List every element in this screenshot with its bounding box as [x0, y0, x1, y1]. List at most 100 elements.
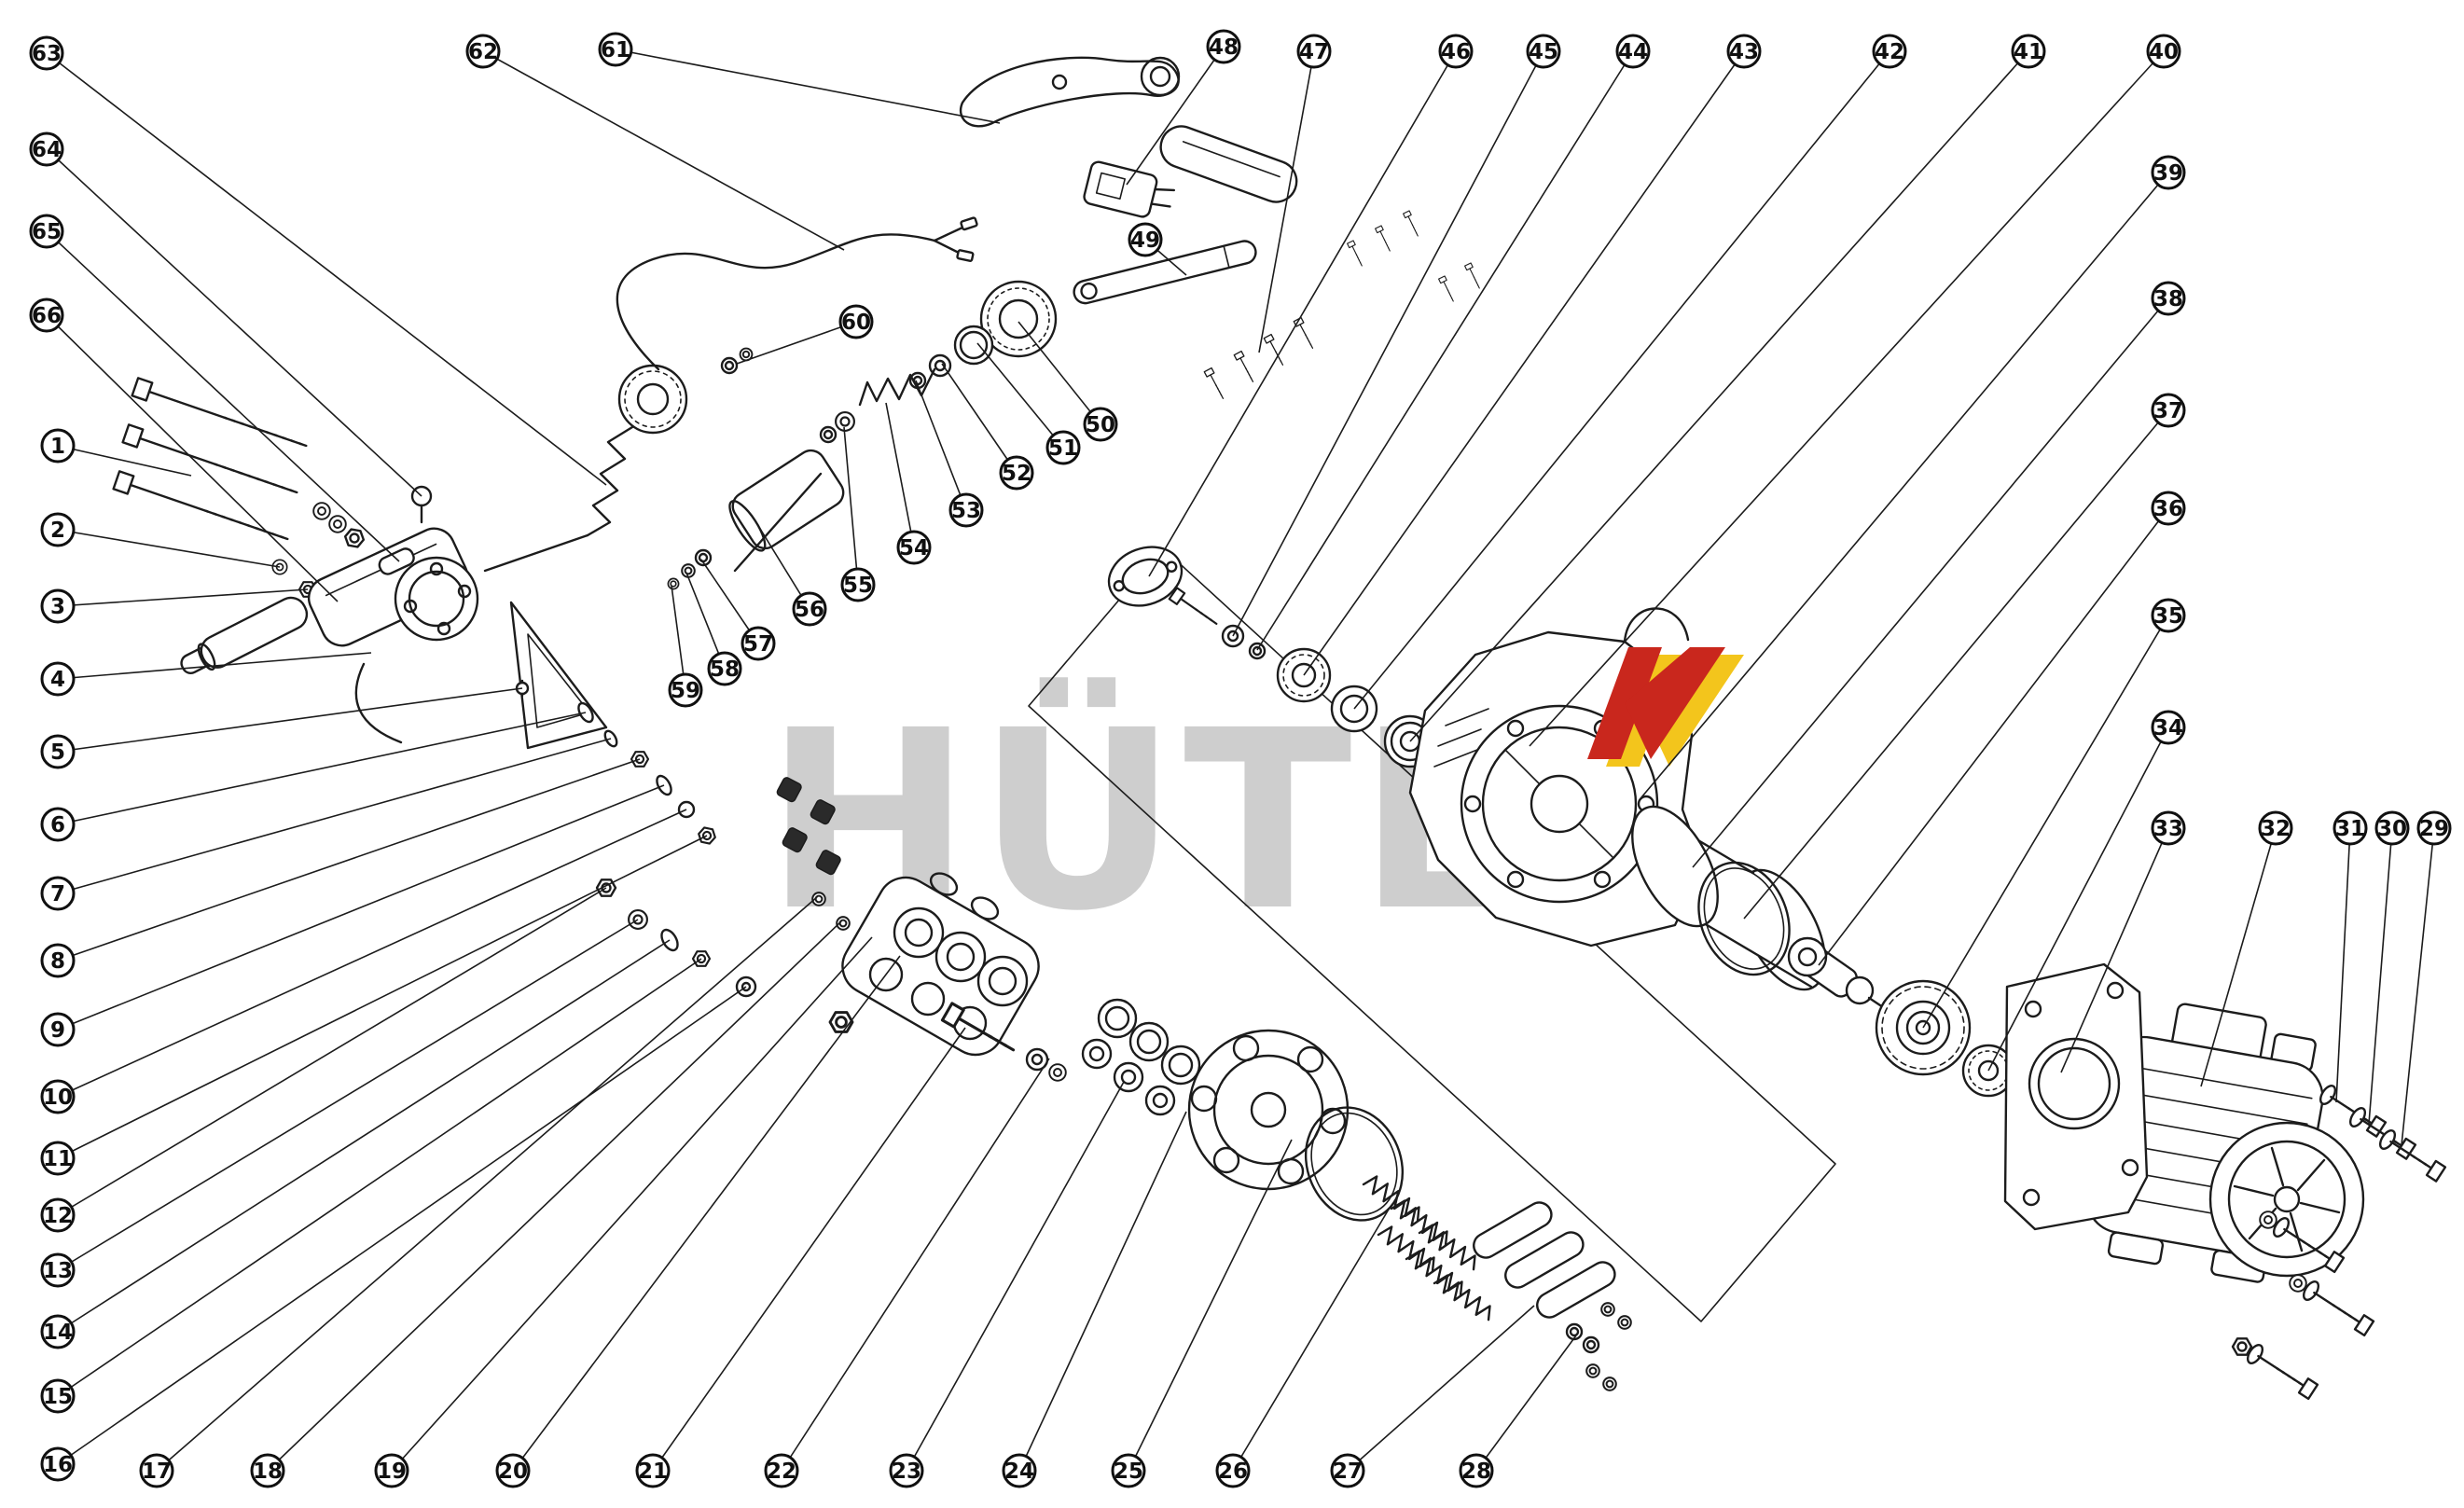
- callout-number: 18: [253, 1460, 283, 1484]
- leader-line-16: [57, 986, 747, 1465]
- callout-number: 4: [50, 668, 65, 692]
- callout-59: 59: [668, 672, 703, 708]
- leader-line-60: [736, 321, 857, 365]
- callout-24: 24: [1002, 1453, 1037, 1488]
- leader-line-28: [1475, 1335, 1577, 1472]
- callout-28: 28: [1459, 1453, 1494, 1488]
- leader-line-20: [512, 955, 901, 1472]
- callout-number: 31: [2335, 817, 2365, 841]
- callout-number: 10: [43, 1086, 73, 1110]
- leader-line-39: [1640, 172, 2169, 798]
- callout-47: 47: [1296, 34, 1332, 69]
- callout-38: 38: [2151, 281, 2186, 316]
- callout-61: 61: [598, 32, 633, 67]
- leader-line-23: [906, 1081, 1125, 1472]
- callout-8: 8: [40, 943, 76, 978]
- leader-line-37: [1743, 409, 2169, 920]
- leader-line-1: [57, 445, 192, 477]
- callout-26: 26: [1215, 1453, 1251, 1488]
- callout-number: 42: [1875, 40, 1904, 64]
- leader-line-4: [57, 652, 372, 680]
- leader-line-10: [57, 809, 687, 1098]
- callout-15: 15: [40, 1378, 76, 1414]
- leader-line-40: [1529, 50, 2165, 747]
- callout-58: 58: [707, 651, 742, 686]
- callout-number: 46: [1441, 40, 1471, 64]
- motor-bracket: [2003, 962, 2149, 1231]
- callout-number: 44: [1618, 40, 1648, 64]
- callout-39: 39: [2151, 155, 2186, 190]
- callout-number: 50: [1086, 413, 1115, 437]
- callout-number: 58: [710, 657, 740, 682]
- pump-manifold-plate: [1187, 1029, 1405, 1222]
- leader-line-5: [57, 687, 523, 753]
- piston-washers: [1565, 1302, 1632, 1391]
- callout-56: 56: [792, 591, 827, 627]
- leader-line-65: [46, 230, 400, 562]
- leader-line-24: [1018, 1111, 1187, 1472]
- leader-line-50: [1017, 321, 1101, 425]
- callout-7: 7: [40, 876, 76, 911]
- leader-line-22: [781, 1058, 1050, 1472]
- part-drawings: [112, 56, 2447, 1401]
- callout-number: 47: [1299, 40, 1329, 64]
- callout-number: 5: [50, 740, 65, 765]
- callout-65: 65: [29, 214, 64, 249]
- leader-line-66: [46, 314, 339, 602]
- leader-line-59: [671, 585, 686, 691]
- leader-line-55: [843, 426, 859, 586]
- callout-number: 61: [601, 38, 630, 62]
- callout-54: 54: [896, 530, 932, 565]
- callout-number: 23: [892, 1460, 921, 1484]
- callout-1: 1: [40, 428, 76, 463]
- callout-number: 13: [43, 1259, 73, 1283]
- callout-40: 40: [2146, 34, 2181, 69]
- callout-49: 49: [1128, 222, 1163, 257]
- callout-number: 11: [43, 1147, 73, 1171]
- callout-number: 3: [50, 595, 65, 619]
- leader-line-45: [1232, 50, 1544, 637]
- callout-25: 25: [1111, 1453, 1146, 1488]
- callout-number: 60: [841, 311, 871, 335]
- callout-number: 40: [2149, 40, 2179, 64]
- callout-number: 15: [43, 1385, 73, 1409]
- callout-62: 62: [465, 34, 501, 69]
- callout-19: 19: [374, 1453, 409, 1488]
- cover-screws: [1203, 210, 1484, 401]
- callout-6: 6: [40, 807, 76, 842]
- callout-number: 17: [142, 1460, 172, 1484]
- callout-number: 54: [899, 536, 929, 560]
- callout-12: 12: [40, 1197, 76, 1233]
- callout-35: 35: [2151, 598, 2186, 633]
- callout-number: 39: [2153, 161, 2183, 186]
- leader-line-17: [156, 896, 818, 1472]
- callout-22: 22: [764, 1453, 799, 1488]
- callout-42: 42: [1872, 34, 1907, 69]
- callout-9: 9: [40, 1012, 76, 1047]
- brand-mark: [1587, 647, 1744, 767]
- callout-14: 14: [40, 1314, 76, 1349]
- callout-number: 25: [1114, 1460, 1143, 1484]
- handle-cover-lower: [1159, 125, 1298, 203]
- leader-line-48: [1126, 46, 1225, 186]
- callout-45: 45: [1526, 34, 1561, 69]
- callout-34: 34: [2151, 710, 2186, 745]
- switch-block: [1083, 160, 1176, 218]
- callout-number: 19: [377, 1460, 407, 1484]
- motor-assembly: [2085, 1003, 2365, 1283]
- leader-line-6: [57, 712, 587, 825]
- callout-63: 63: [29, 35, 64, 71]
- outlet-coupler-set: [667, 280, 1058, 590]
- callout-number: 41: [2014, 40, 2043, 64]
- leader-line-26: [1232, 1207, 1391, 1472]
- callout-10: 10: [40, 1079, 76, 1114]
- leader-line-34: [1987, 726, 2169, 1072]
- callout-number: 63: [32, 42, 62, 66]
- pump-pistons: [1473, 1201, 1616, 1319]
- leader-line-14: [57, 939, 671, 1333]
- callout-number: 52: [1002, 462, 1031, 486]
- callout-number: 59: [671, 679, 700, 703]
- callout-64: 64: [29, 131, 64, 167]
